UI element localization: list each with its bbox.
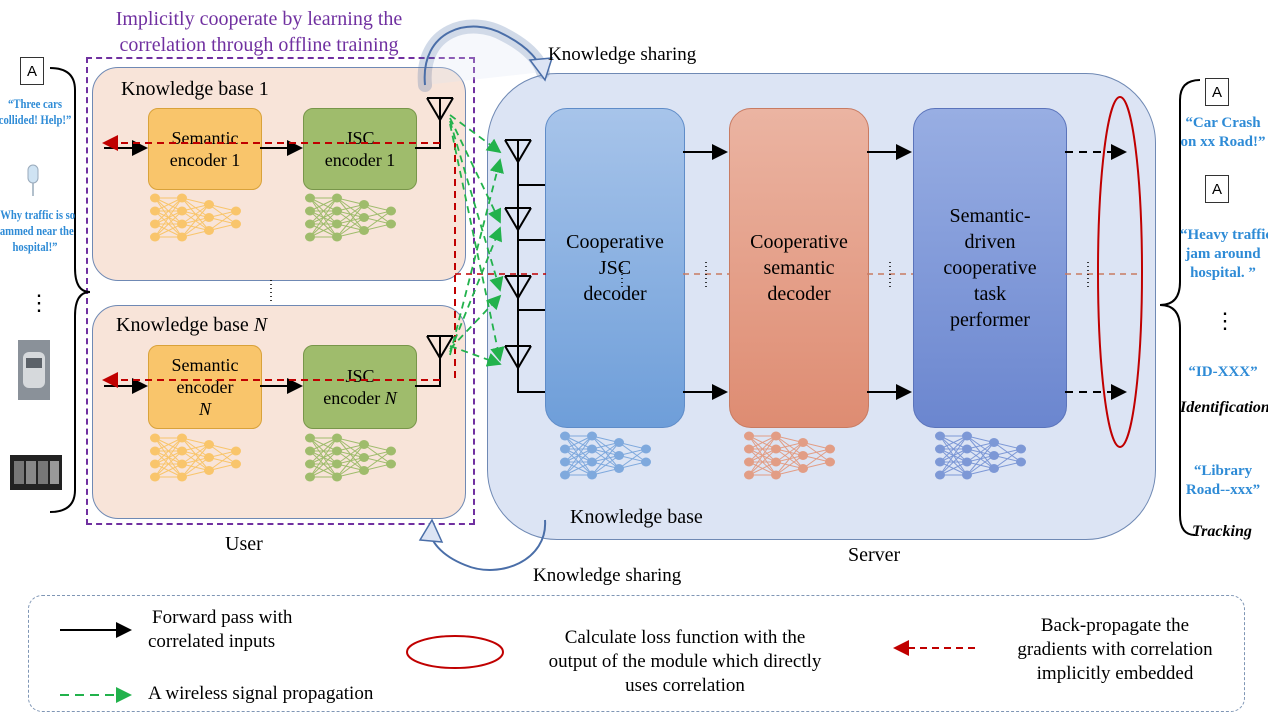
text-output-icon-2: A bbox=[1205, 175, 1229, 203]
left-brace bbox=[49, 67, 91, 513]
knowledge-sharing-bottom-label: Knowledge sharing bbox=[533, 565, 682, 586]
task-line2: driven bbox=[964, 231, 1016, 253]
text-output-icon-2-letter: A bbox=[1211, 180, 1222, 198]
left-ellipsis: ⋮ bbox=[28, 290, 50, 315]
jsc-encoder-1-line2: encoder 1 bbox=[324, 150, 396, 170]
task-line3: cooperative bbox=[943, 257, 1037, 279]
car-image-icon bbox=[18, 340, 50, 400]
legend-loss: Calculate loss function with the output … bbox=[515, 626, 855, 698]
right-quote-4: “Library Road--xxx” bbox=[1180, 462, 1266, 500]
top-note-line2: correlation through offline training bbox=[119, 34, 399, 56]
semantic-driven-task-performer: Semantic-driven cooperative task performer bbox=[913, 108, 1067, 428]
legend-backprop-line3: implicitly embedded bbox=[1036, 663, 1194, 684]
legend-box bbox=[28, 595, 1245, 712]
server-label: Server bbox=[848, 544, 901, 566]
left-quote-2-line3: hospital!” bbox=[12, 239, 58, 254]
right-quote-4-line1: “Library bbox=[1193, 463, 1253, 479]
right-quote-2-line1: “Heavy traffic bbox=[1180, 227, 1268, 243]
left-quote-2: “Why traffic is so jammed near the hospi… bbox=[0, 207, 75, 255]
sem-decoder-line1: Cooperative bbox=[750, 231, 848, 253]
jsc-encoder-n-var: N bbox=[384, 388, 397, 408]
server-kb-label: Knowledge base bbox=[570, 506, 703, 528]
kbn-title-var: N bbox=[253, 314, 268, 336]
right-quote-3: “ID-XXX” bbox=[1188, 364, 1258, 380]
neural-net-icons bbox=[150, 193, 1026, 482]
kbn-title: Knowledge base N bbox=[116, 314, 267, 337]
nn-task-performer-icon bbox=[935, 431, 1026, 480]
left-quote-2-line1: “Why traffic is so bbox=[0, 207, 76, 222]
semantic-encoder-n-line3: N bbox=[198, 399, 211, 419]
sem-decoder-line3: decoder bbox=[767, 283, 831, 305]
nn-jsc-decoder-icon bbox=[560, 431, 651, 480]
right-quote-1: “Car Crash on xx Road!” bbox=[1180, 114, 1266, 152]
user-label: User bbox=[225, 533, 263, 555]
video-strip-icon bbox=[10, 455, 62, 490]
tracking-label: Tracking bbox=[1192, 523, 1252, 540]
right-ellipsis: ⋮ bbox=[1214, 308, 1236, 333]
sem-decoder-line2: semantic bbox=[763, 257, 835, 279]
nn-semantic-encoder-n-icon bbox=[150, 433, 241, 482]
right-quote-2-line2: jam around bbox=[1185, 246, 1261, 262]
legend-forward: Forward pass with correlated inputs bbox=[140, 606, 320, 654]
kbn-title-prefix: Knowledge base bbox=[116, 314, 254, 336]
right-quote-2-line3: hospital. ” bbox=[1190, 265, 1256, 281]
left-quote-1-line1: “Three cars bbox=[8, 96, 62, 111]
legend-wireless: A wireless signal propagation bbox=[148, 683, 374, 704]
nn-jsc-encoder-n-icon bbox=[305, 433, 396, 482]
task-line1: Semantic- bbox=[949, 205, 1031, 227]
knowledge-sharing-top-arrow bbox=[417, 19, 550, 92]
semantic-encoder-n-line2: encoder bbox=[176, 377, 234, 397]
right-quote-1-line1: “Car Crash bbox=[1185, 115, 1261, 131]
task-line4: task bbox=[973, 283, 1007, 305]
legend-forward-line1: Forward pass with bbox=[152, 607, 293, 628]
legend-backprop: Back-propagate the gradients with correl… bbox=[990, 614, 1240, 686]
top-note: Implicitly cooperate by learning the cor… bbox=[88, 6, 430, 58]
jsc-decoder-line1: Cooperative bbox=[566, 231, 664, 253]
semantic-encoder-1-line2: encoder 1 bbox=[169, 150, 241, 170]
kb1-title: Knowledge base 1 bbox=[121, 78, 269, 100]
loss-ellipse bbox=[1097, 96, 1143, 448]
jsc-encoder-n-line2: encoder bbox=[323, 388, 385, 408]
right-quote-1-line2: on xx Road!” bbox=[1180, 134, 1266, 150]
text-output-icon-1-letter: A bbox=[1211, 83, 1222, 101]
legend-loss-line2: output of the module which directly bbox=[548, 651, 822, 672]
jsc-decoder-line3: decoder bbox=[583, 283, 647, 305]
legend-backprop-line1: Back-propagate the bbox=[1040, 615, 1190, 636]
microphone-icon bbox=[27, 164, 39, 196]
cooperative-semantic-decoder: Cooperative semantic decoder bbox=[729, 108, 869, 428]
task-line5: performer bbox=[950, 309, 1030, 331]
legend-loss-line3: uses correlation bbox=[625, 675, 745, 696]
right-quote-4-line2: Road--xxx” bbox=[1185, 482, 1261, 498]
nn-semantic-encoder-1-icon bbox=[150, 193, 241, 242]
top-note-line1: Implicitly cooperate by learning the bbox=[115, 8, 403, 30]
nn-jsc-encoder-1-icon bbox=[305, 193, 396, 242]
right-quote-2: “Heavy traffic jam around hospital. ” bbox=[1180, 226, 1268, 283]
semantic-encoder-n-line1: Semantic bbox=[171, 355, 239, 375]
right-brace bbox=[1159, 79, 1201, 536]
text-output-icon-1: A bbox=[1205, 78, 1229, 106]
left-quote-2-line2: jammed near the bbox=[0, 223, 74, 238]
text-input-icon-letter: A bbox=[26, 62, 37, 80]
left-quote-1-line2: collided! Help!” bbox=[0, 112, 72, 127]
legend-backprop-line2: gradients with correlation bbox=[1017, 639, 1213, 660]
left-quote-1: “Three cars collided! Help!” bbox=[0, 96, 71, 128]
jsc-decoder-line2: JSC bbox=[598, 257, 632, 279]
legend-forward-line2: correlated inputs bbox=[148, 631, 276, 652]
identification-label: Identification bbox=[1180, 399, 1268, 416]
knowledge-sharing-bottom-arrow bbox=[429, 519, 547, 571]
legend-loss-line1: Calculate loss function with the bbox=[564, 627, 806, 648]
knowledge-sharing-top-label: Knowledge sharing bbox=[548, 44, 697, 65]
nn-semantic-decoder-icon bbox=[744, 431, 835, 480]
text-input-icon: A bbox=[20, 57, 44, 85]
